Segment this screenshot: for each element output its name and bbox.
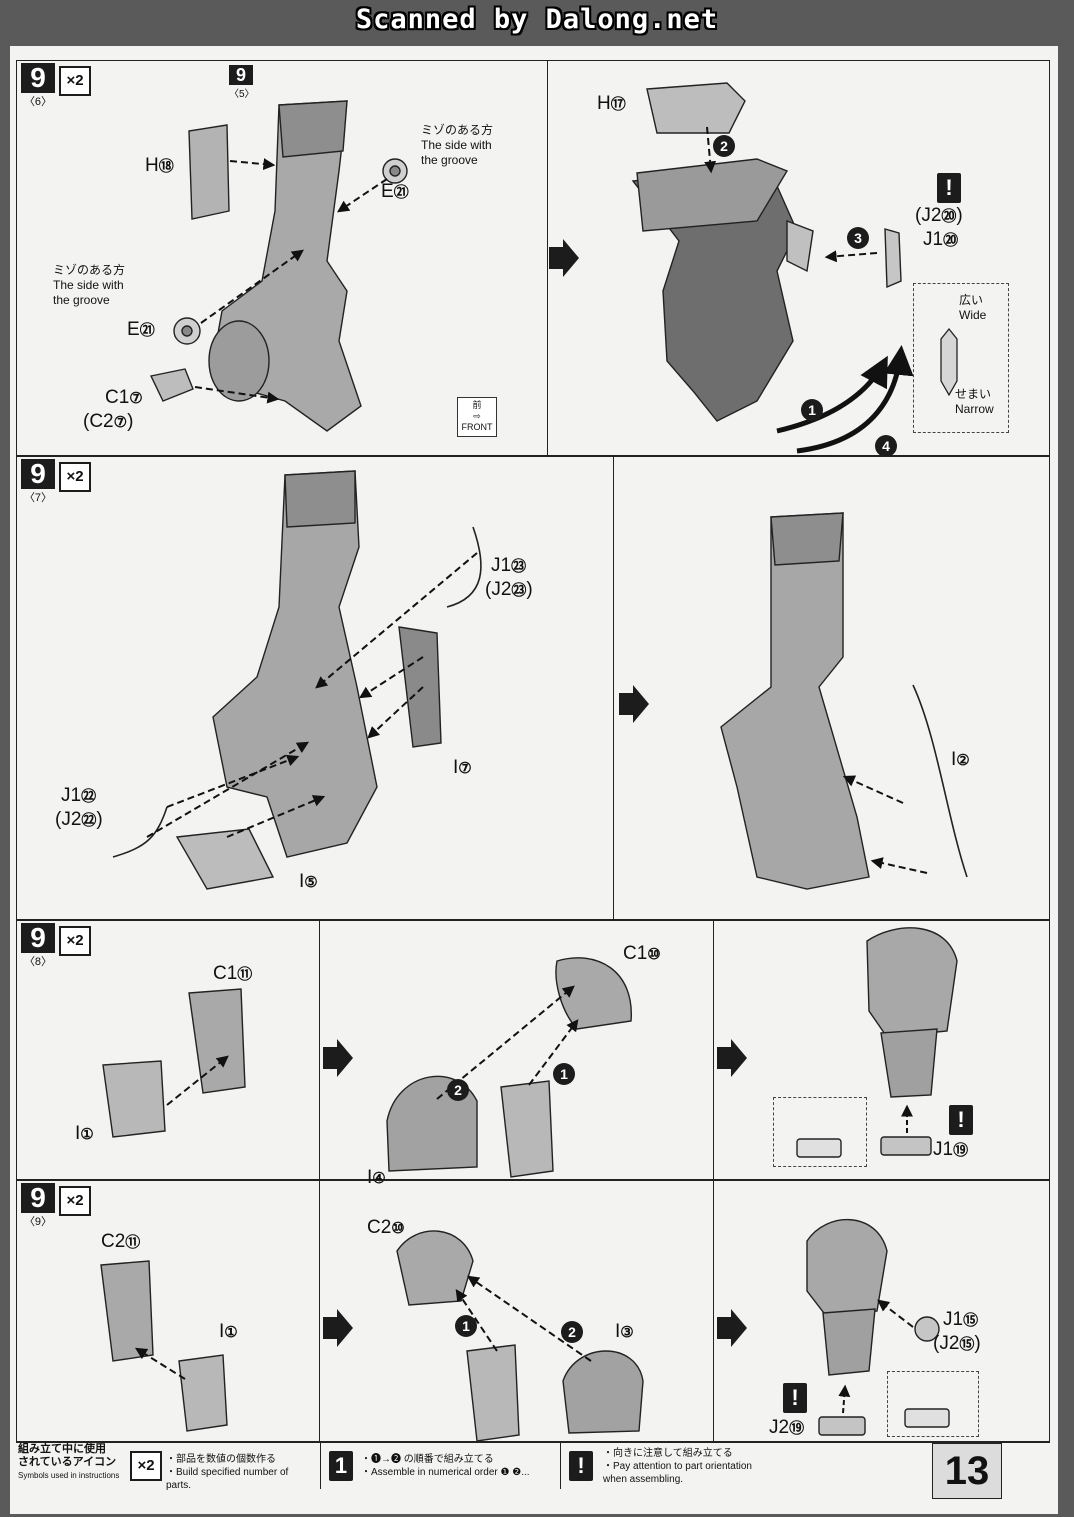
part-label-c1-11: C1⑪ <box>213 963 253 984</box>
orientation-detail-box <box>913 283 1009 433</box>
part-label-i1: I① <box>219 1321 238 1342</box>
panel-divider <box>613 457 614 919</box>
step-panel-9: 9 〈9〉 ×2 <box>16 1180 1050 1442</box>
part-label-i1: I① <box>75 1123 94 1144</box>
next-step-arrow <box>323 1039 353 1077</box>
step-panel-8: 9 〈8〉 ×2 C1⑪ I① C1 <box>16 920 1050 1188</box>
step-sub-number: 〈8〉 <box>23 956 53 968</box>
step-number: 9 <box>21 63 55 93</box>
part-label-i5: I⑤ <box>299 871 318 892</box>
part-label-c1-10: C1⑩ <box>623 943 661 964</box>
scan-credit: Scanned by Dalong.net <box>355 4 719 35</box>
step-header: 9 〈9〉 ×2 <box>17 1181 91 1228</box>
sequence-1-icon: 1 <box>801 399 823 421</box>
multiply-icon: ×2 <box>59 1186 91 1216</box>
warning-icon: ! <box>569 1451 593 1481</box>
part-label-j1-15: J1⑮ <box>943 1309 979 1330</box>
panel-divider <box>713 1181 714 1441</box>
instruction-sheet: 9 〈6〉 ×2 9〈5〉 <box>10 46 1058 1514</box>
panel-divider <box>319 921 320 1179</box>
step-sub-number: 〈6〉 <box>23 96 53 108</box>
part-label-j2-20: (J2⑳) <box>915 205 963 226</box>
panel-divider <box>319 1181 320 1441</box>
next-step-arrow <box>549 239 579 277</box>
part-label-j2-19: J2⑲ <box>769 1417 805 1438</box>
sequence-2-icon: 2 <box>713 135 735 157</box>
step-number: 9 <box>21 459 55 489</box>
step-sub-number: 〈9〉 <box>23 1216 53 1228</box>
part-label-i4: I④ <box>367 1167 386 1188</box>
multiply-icon: ×2 <box>59 66 91 96</box>
step-panel-6: 9 〈6〉 ×2 9〈5〉 <box>16 60 1050 457</box>
part-label-c2-10: C2⑩ <box>367 1217 405 1238</box>
step-header: 9 〈8〉 ×2 <box>17 921 91 968</box>
leg-assembly-illustration <box>149 82 958 454</box>
foot-assembly-illustration <box>102 927 958 1178</box>
page-number: 13 <box>932 1443 1002 1499</box>
orientation-detail-box <box>773 1097 867 1167</box>
next-step-arrow <box>323 1309 353 1347</box>
multiply-icon: ×2 <box>59 462 91 492</box>
front-direction-icon: 前⇨FRONT <box>457 397 497 437</box>
scan-credit-bar: Scanned by Dalong.net <box>0 0 1074 44</box>
sequence-2-icon: 2 <box>561 1321 583 1343</box>
step-number: 9 <box>21 1183 55 1213</box>
step-sub-number: 〈7〉 <box>23 492 53 504</box>
warning-icon: ! <box>937 173 961 203</box>
legend-warning: ! ・向きに注意して組み立てる・Pay attention to part or… <box>560 1443 781 1489</box>
part-label-e21-upper: E㉑ <box>381 181 409 202</box>
reference-step: 9〈5〉 <box>229 65 255 100</box>
part-label-c1: C1⑦ <box>105 387 143 408</box>
sequence-2-icon: 2 <box>447 1079 469 1101</box>
part-label-h18: H⑱ <box>145 155 174 176</box>
part-label-j2-15: (J2⑮) <box>933 1333 981 1354</box>
sequence-4-icon: 4 <box>875 435 897 457</box>
part-label-e21-lower: E㉑ <box>127 319 155 340</box>
legend-sequence: 1 ・❶→❷ の順番で組み立てる・Assemble in numerical o… <box>320 1443 557 1489</box>
leg-armor-illustration <box>112 470 968 890</box>
step-panel-7: 9 〈7〉 ×2 <box>16 456 1050 920</box>
sequence-1-icon: 1 <box>455 1315 477 1337</box>
part-label-i7: I⑦ <box>453 757 472 778</box>
step-header: 9 〈6〉 ×2 <box>17 61 91 108</box>
part-label-j1-20: J1⑳ <box>923 229 959 250</box>
panel-divider <box>547 61 548 455</box>
part-label-j2-23: (J2㉓) <box>485 579 533 600</box>
part-label-i3: I③ <box>615 1321 634 1342</box>
step-number: 9 <box>21 923 55 953</box>
orientation-detail-box <box>887 1371 979 1437</box>
legend-multiply: ×2 ・部品を数値の個数作る・Build specified number of… <box>126 1443 316 1491</box>
foot-assembly-illustration <box>100 1219 950 1442</box>
warning-icon: ! <box>783 1383 807 1413</box>
part-label-i2: I② <box>951 749 970 770</box>
next-step-arrow <box>717 1309 747 1347</box>
warning-icon: ! <box>949 1105 973 1135</box>
step-header: 9 〈7〉 ×2 <box>17 457 91 504</box>
part-label-c2: (C2⑦) <box>83 411 134 432</box>
part-label-c2-11: C2⑪ <box>101 1231 141 1252</box>
multiply-icon: ×2 <box>59 926 91 956</box>
part-label-j1-19: J1⑲ <box>933 1139 969 1160</box>
panel-divider <box>713 921 714 1179</box>
next-step-arrow <box>717 1039 747 1077</box>
sequence-1-icon: 1 <box>553 1063 575 1085</box>
sequence-3-icon: 3 <box>847 227 869 249</box>
part-label-j1-22: J1㉒ <box>61 785 97 806</box>
part-label-h17: H⑰ <box>597 93 626 114</box>
next-step-arrow <box>619 685 649 723</box>
sequence-1-icon: 1 <box>329 1451 353 1481</box>
multiply-icon: ×2 <box>130 1451 162 1481</box>
part-label-j1-23: J1㉓ <box>491 555 527 576</box>
part-label-j2-22: (J2㉒) <box>55 809 103 830</box>
